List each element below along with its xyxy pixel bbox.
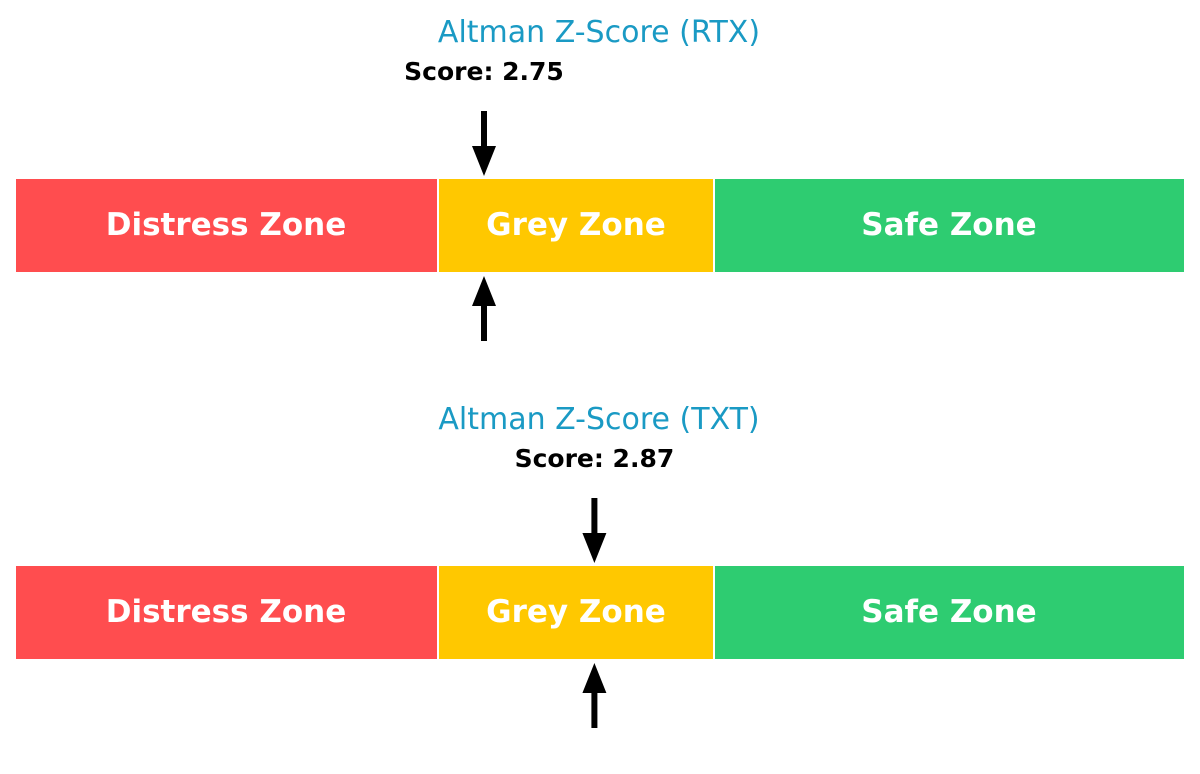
score-arrow-down-shaft: [481, 111, 487, 146]
gauge-panel-2: Altman Z-Score (TXT) Score: 2.87Distress …: [16, 402, 1184, 728]
zone-bar-grey: [438, 179, 714, 272]
zone-label-safe: Safe Zone: [861, 594, 1036, 630]
score-arrow-up-shaft: [591, 693, 598, 728]
zone-bar-safe: [714, 179, 1184, 272]
score-arrow-up-shaft: [481, 306, 487, 341]
zone-label-distress: Distress Zone: [106, 207, 347, 243]
gauge-panel-1: Altman Z-Score (RTX) Score: 2.75Distress …: [16, 15, 1184, 341]
gauge-title: Altman Z-Score (TXT): [438, 402, 759, 437]
score-arrow-down-head: [582, 533, 607, 563]
score-arrow-down-head: [472, 146, 496, 176]
zone-bar-grey: [438, 566, 714, 659]
zone-label-distress: Distress Zone: [106, 594, 347, 630]
score-label: Score: 2.87: [515, 444, 675, 473]
zone-bar-safe: [714, 566, 1184, 659]
score-arrow-up-head: [582, 663, 607, 693]
score-label: Score: 2.75: [404, 57, 564, 86]
score-arrow-down-shaft: [591, 498, 598, 533]
zone-label-grey: Grey Zone: [486, 594, 666, 630]
zone-label-grey: Grey Zone: [486, 207, 666, 243]
zone-bar-distress: [16, 179, 438, 272]
zone-bar-distress: [16, 566, 438, 659]
gauge-title: Altman Z-Score (RTX): [438, 15, 760, 50]
zone-label-safe: Safe Zone: [861, 207, 1036, 243]
score-arrow-up-head: [472, 276, 496, 306]
